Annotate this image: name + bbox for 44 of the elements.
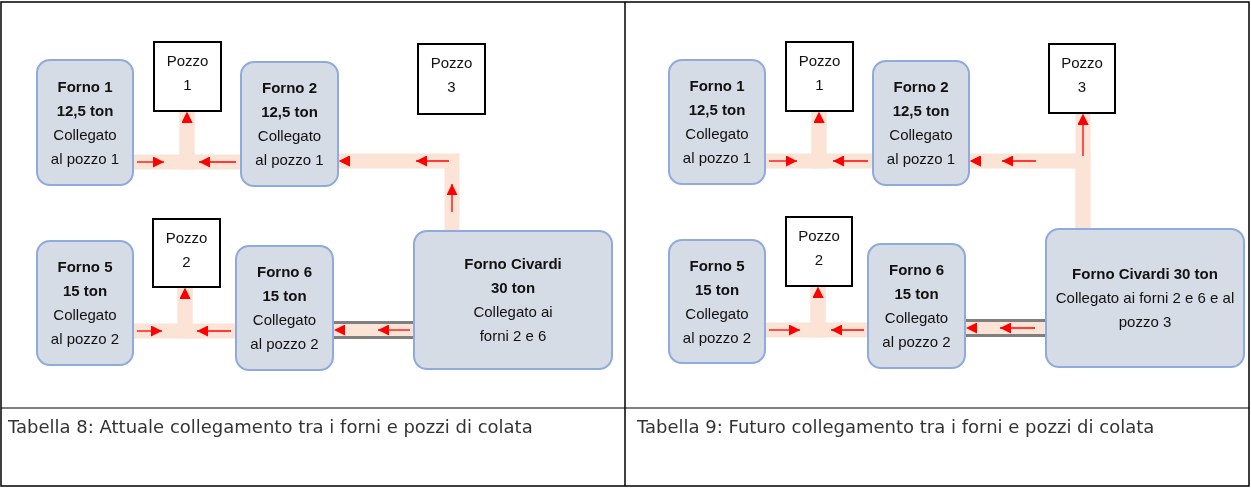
- furnace-box: [872, 60, 970, 186]
- furnace-title: Forno 6 15 ton: [888, 260, 945, 304]
- pit-label: Pozzo 1: [165, 51, 210, 95]
- furnace-box: [413, 230, 613, 370]
- pit-box: [1048, 43, 1116, 114]
- furnace-title: Forno 6 15 ton: [256, 262, 313, 306]
- pit-box: [153, 41, 222, 112]
- pit-box: [417, 43, 486, 115]
- pit-box: [785, 216, 853, 287]
- pit-label: Pozzo 1: [797, 51, 842, 95]
- furnace-description: Collegato ai forni 2 e 6: [472, 302, 554, 346]
- furnace-box: [1045, 228, 1245, 368]
- furnace-title: Forno Civardi 30 ton: [463, 254, 563, 298]
- furnace-box: [235, 245, 334, 371]
- furnace-title: Forno 2 12,5 ton: [891, 77, 951, 121]
- furnace-box: [668, 239, 766, 364]
- furnace-box: [240, 61, 339, 187]
- furnace-description: Collegato al pozzo 2: [681, 303, 753, 348]
- furnace-description: Collegato al pozzo 1: [49, 124, 121, 169]
- furnace-box: [867, 243, 966, 369]
- furnace-title: Forno 1 12,5 ton: [55, 76, 115, 121]
- furnace-title: Forno 5 15 ton: [56, 257, 114, 301]
- pit-box: [152, 218, 221, 288]
- furnace-description: Collegato al pozzo 2: [249, 310, 320, 354]
- furnace-description: Collegato al pozzo 2: [881, 308, 952, 352]
- pit-box: [785, 41, 854, 112]
- table-caption: Tabella 8: Attuale collegamento tra i forni e pozzi di colata: [8, 415, 534, 439]
- pit-label: Pozzo 2: [164, 228, 209, 272]
- furnace-title: Forno 1 12,5 ton: [687, 76, 747, 120]
- furnace-description: Collegato al pozzo 1: [681, 124, 753, 168]
- furnace-box: [36, 240, 134, 366]
- furnace-description: Collegato al pozzo 1: [885, 125, 957, 169]
- furnace-title: Forno 5 15 ton: [688, 255, 746, 300]
- furnace-description: Collegato ai forni 2 e 6 e al pozzo 3: [1055, 288, 1235, 332]
- furnace-title: Forno Civardi 30 ton: [1072, 264, 1218, 284]
- pit-label: Pozzo 2: [797, 226, 841, 270]
- pit-label: Pozzo 3: [1060, 53, 1104, 97]
- furnace-box: [36, 59, 134, 186]
- furnace-description: Collegato al pozzo 2: [49, 305, 121, 349]
- furnace-description: Collegato al pozzo 1: [254, 126, 325, 170]
- pit-label: Pozzo 3: [429, 53, 474, 97]
- table-caption: Tabella 9: Futuro collegamento tra i forni e pozzi di colata: [637, 415, 1156, 439]
- furnace-box: [668, 59, 766, 185]
- furnace-title: Forno 2 12,5 ton: [260, 78, 319, 122]
